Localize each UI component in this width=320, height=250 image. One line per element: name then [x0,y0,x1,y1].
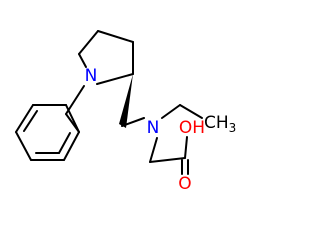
bond-ph-double-2 [23,110,38,132]
molecule-structure: N N OH O CH3 [15,30,236,194]
bond-ph3 [15,131,32,161]
atom-methyl-subscript: 3 [229,121,237,135]
bond-n2-et [161,104,181,119]
bond-ph-double-1 [58,132,71,154]
bond-c4-c5 [78,30,99,55]
atom-carbonyl-oxygen: O [178,174,191,194]
bond-ph4 [15,104,34,133]
bond-c3-c4 [97,30,134,43]
bond-ph1 [63,131,80,161]
bond-n1-c2 [96,73,134,85]
bond-gly-cooh [149,157,186,163]
atom-amine-nitrogen: N [147,118,160,138]
bond-n2-gly [149,137,158,163]
atom-methyl: CH3 [204,113,236,135]
bond-c5-n1 [78,53,87,68]
atom-hydroxyl: OH [179,118,205,138]
atom-ring-nitrogen: N [85,66,98,86]
bond-ph6 [65,104,80,133]
atom-methyl-main: CH [204,113,229,133]
bond-et-ch3 [179,104,203,119]
wedge-bond [119,74,133,128]
bond-c-oh [184,136,188,159]
bonds [15,30,203,175]
